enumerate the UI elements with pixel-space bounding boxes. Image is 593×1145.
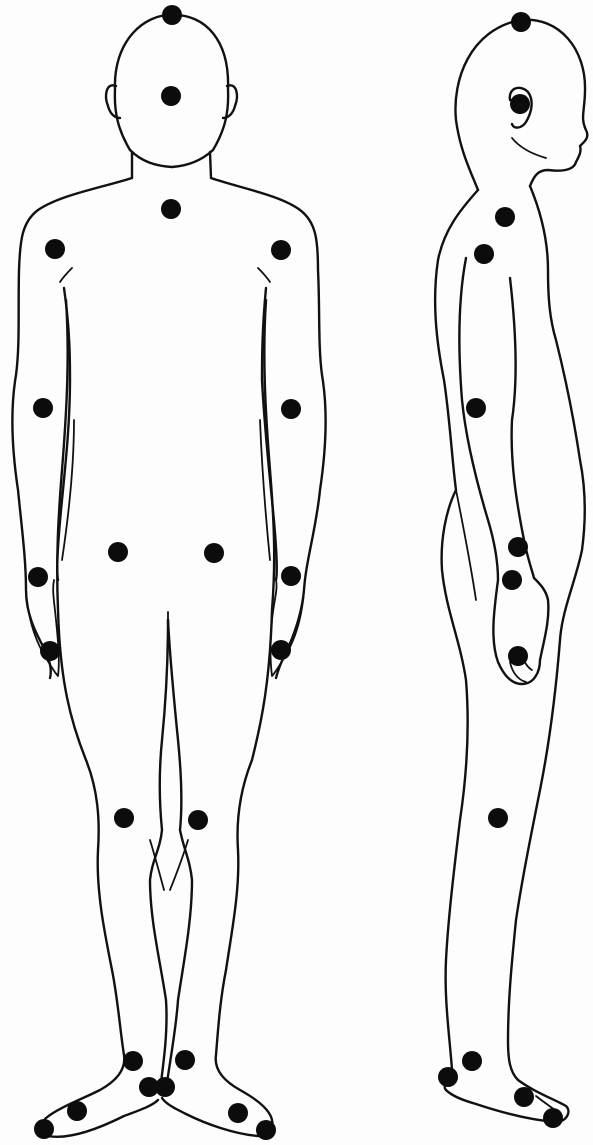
front-right-inner-leg (166, 620, 192, 1090)
front-left-side-outline (12, 178, 132, 678)
marker-side-head-top (511, 12, 531, 32)
side-jaw-line (512, 138, 546, 158)
marker-front-right-ankle (175, 1050, 195, 1070)
marker-front-right-elbow (281, 399, 301, 419)
front-left-inner-leg (150, 620, 168, 1090)
side-buttock-contour (456, 490, 476, 600)
marker-front-forehead (161, 86, 181, 106)
marker-front-right-toe-inner (228, 1103, 248, 1123)
side-arm-inner (510, 278, 534, 578)
side-back-outline (435, 190, 478, 1090)
marker-front-left-ankle (123, 1051, 143, 1071)
marker-front-right-shoulder (271, 240, 291, 260)
marker-front-left-shoulder (45, 239, 65, 259)
side-arm-outline (459, 258, 548, 684)
marker-front-head-top (162, 5, 182, 25)
front-left-torso-leg (41, 300, 158, 1137)
marker-front-right-toe-outer (256, 1120, 276, 1140)
marker-front-left-toe-outer (34, 1119, 54, 1139)
marker-side-toe-a (514, 1087, 534, 1107)
front-right-ear (223, 85, 237, 118)
marker-front-left-wrist (28, 567, 48, 587)
marker-layer (28, 5, 563, 1140)
marker-front-right-heel (155, 1077, 175, 1097)
marker-side-wrist (508, 537, 528, 557)
marker-front-left-toe-inner (67, 1101, 87, 1121)
front-right-torso-leg (162, 300, 274, 1136)
marker-side-shoulder (474, 244, 494, 264)
marker-front-left-hip (108, 542, 128, 562)
marker-side-knee (488, 808, 508, 828)
marker-side-hand (508, 646, 528, 666)
marker-front-right-hip (204, 543, 224, 563)
front-left-shoulder-contour (60, 268, 72, 282)
marker-front-left-knee (114, 808, 134, 828)
marker-front-sternum (161, 199, 181, 219)
marker-side-ankle (462, 1051, 482, 1071)
marker-front-right-knee (188, 810, 208, 830)
front-left-ear (106, 85, 120, 118)
marker-side-toe-b (543, 1108, 563, 1128)
front-neck-right (210, 152, 211, 178)
front-right-shoulder-contour (258, 268, 270, 282)
marker-side-hip (502, 570, 522, 590)
marker-front-left-hand (40, 641, 60, 661)
marker-side-heel (438, 1067, 458, 1087)
front-right-hand (271, 580, 305, 676)
front-view-figure (12, 15, 325, 1137)
front-right-side-outline (211, 178, 326, 678)
marker-side-ear (510, 94, 530, 114)
front-left-hand (26, 580, 59, 676)
marker-side-neck (495, 207, 515, 227)
marker-front-left-elbow (33, 398, 53, 418)
marker-front-right-wrist (281, 566, 301, 586)
marker-front-right-hand (271, 640, 291, 660)
front-right-knee-crease (170, 840, 188, 890)
marker-side-elbow (466, 398, 486, 418)
